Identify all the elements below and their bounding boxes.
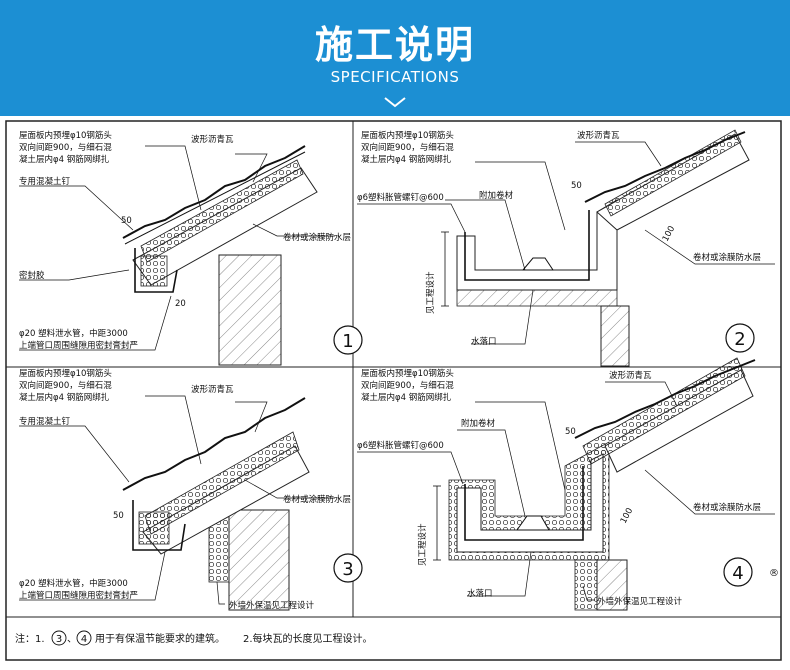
- detail-number-circle: [333, 325, 363, 355]
- wall-insulation: [574, 559, 598, 611]
- label-slab-anchor-3: 凝土层内φ4 钢筋网绑扎: [361, 154, 452, 165]
- note-text-1: 用于有保温节能要求的建筑。: [95, 632, 225, 645]
- label-extra-sheet: 附加卷材: [461, 418, 496, 429]
- wall: [228, 509, 290, 611]
- label-sealant: 密封胶: [19, 270, 45, 281]
- wall: [218, 254, 282, 366]
- label-slab-anchor-2: 双向间距900，与细石混: [19, 380, 112, 391]
- label-slab-anchor-1: 屋面板内预埋φ10钢筋头: [361, 130, 454, 141]
- detail-number: 1: [342, 331, 353, 352]
- dimension-50: 50: [565, 427, 576, 437]
- label-insulation: 外墙外保温见工程设计: [229, 600, 315, 611]
- gutter-base: [456, 289, 618, 307]
- dimension-50: 50: [113, 511, 124, 521]
- label-tile: 波形沥青瓦: [609, 370, 652, 381]
- dimension-50: 50: [571, 181, 582, 191]
- gutter-insulation: [140, 255, 168, 287]
- label-slab-anchor-3: 凝土层内φ4 钢筋网绑扎: [19, 392, 110, 403]
- note-separator: 、: [67, 634, 77, 645]
- note-text-2: 2.每块瓦的长度见工程设计。: [243, 632, 373, 645]
- label-drain-1: φ20 塑料泄水管，中距3000: [19, 328, 128, 339]
- wall: [596, 559, 628, 611]
- outlet-grate: [516, 515, 550, 531]
- detail-number-circle: [723, 557, 753, 587]
- note-circle-b: 4: [81, 634, 87, 645]
- registered-mark: ®: [769, 568, 779, 579]
- detail-4: 见工程设计 屋面板内预埋φ10钢筋头 双向间距900，与细石混 凝土层内φ4 钢…: [357, 357, 779, 611]
- label-slab-anchor-1: 屋面板内预埋φ10钢筋头: [19, 368, 112, 379]
- detail-1: 屋面板内预埋φ10钢筋头 双向间距900，与细石混 凝土层内φ4 钢筋网绑扎 波…: [19, 130, 363, 366]
- page-subtitle: SPECIFICATIONS: [330, 68, 460, 86]
- note-prefix: 注：1.: [15, 632, 45, 645]
- note-circle-a: 3: [56, 634, 62, 645]
- label-screw: φ6塑料胀管螺钉@600: [357, 440, 444, 451]
- label-slab-anchor-1: 屋面板内预埋φ10钢筋头: [361, 368, 454, 379]
- gutter-liner: [464, 466, 584, 541]
- outlet-grate: [521, 257, 554, 271]
- insulation-layer: [582, 357, 746, 465]
- label-slab-anchor-3: 凝土层内φ4 钢筋网绑扎: [19, 154, 110, 165]
- detail-number-circle: [333, 553, 363, 583]
- label-nail: 专用混凝土钉: [19, 416, 71, 427]
- label-insulation: 外墙外保温见工程设计: [597, 596, 683, 607]
- label-membrane: 卷材或涂膜防水层: [693, 502, 761, 513]
- corrugated-tile: [122, 145, 306, 239]
- corrugated-tile: [584, 131, 746, 203]
- label-slab-anchor-2: 双向间距900，与细石混: [361, 380, 454, 391]
- detail-number: 3: [342, 559, 353, 580]
- chevron-down-icon: [384, 97, 406, 108]
- wall: [600, 305, 630, 367]
- detail-number: 2: [734, 329, 745, 350]
- label-slab-anchor-2: 双向间距900，与细石混: [19, 142, 112, 153]
- label-outlet: 水落口: [467, 588, 493, 599]
- corrugated-tile: [122, 397, 306, 491]
- label-membrane: 卷材或涂膜防水层: [283, 494, 351, 505]
- tile-underline: [124, 151, 306, 245]
- page-title: 施工说明: [314, 23, 475, 67]
- gutter-insulation: [138, 511, 170, 545]
- label-membrane: 卷材或涂膜防水层: [283, 232, 351, 243]
- label-drain-1: φ20 塑料泄水管，中距3000: [19, 578, 128, 589]
- label-membrane: 卷材或涂膜防水层: [693, 252, 761, 263]
- label-tile: 波形沥青瓦: [191, 134, 234, 145]
- label-slab-anchor-2: 双向间距900，与细石混: [361, 142, 454, 153]
- label-extra-sheet: 附加卷材: [479, 190, 514, 201]
- label-tile: 波形沥青瓦: [191, 384, 234, 395]
- label-nail: 专用混凝土钉: [19, 176, 71, 187]
- dimension-20: 20: [175, 299, 186, 309]
- detail-number-circle: [725, 323, 755, 353]
- header-banner: 施工说明 SPECIFICATIONS: [0, 0, 790, 116]
- footer-note: 注：1. 3 、 4 用于有保温节能要求的建筑。 2.每块瓦的长度见工程设计。: [15, 630, 373, 646]
- gutter: [134, 248, 178, 293]
- label-drain-2: 上端管口周围缝隙用密封膏封严: [19, 340, 138, 351]
- label-drain-2: 上端管口周围缝隙用密封膏封严: [19, 590, 138, 601]
- label-vertical: 见工程设计: [417, 523, 428, 566]
- detail-2: 见工程设计 屋面板内预埋φ10钢筋头 双向间距900，与细石混 凝土层内φ4 钢…: [357, 129, 775, 367]
- label-vertical: 见工程设计: [425, 271, 436, 314]
- corrugated-tile: [574, 359, 756, 439]
- detail-number: 4: [732, 563, 743, 584]
- dimension-50: 50: [121, 216, 132, 226]
- label-tile: 波形沥青瓦: [577, 130, 620, 141]
- gutter-liner: [464, 210, 590, 281]
- label-slab-anchor-1: 屋面板内预埋φ10钢筋头: [19, 130, 112, 141]
- label-slab-anchor-3: 凝土层内φ4 钢筋网绑扎: [361, 392, 452, 403]
- gutter: [132, 500, 186, 551]
- label-screw: φ6塑料胀管螺钉@600: [357, 192, 444, 203]
- detail-3: 屋面板内预埋φ10钢筋头 双向间距900，与细石混 凝土层内φ4 钢筋网绑扎 波…: [19, 368, 363, 611]
- specification-drawing-sheet: 屋面板内预埋φ10钢筋头 双向间距900，与细石混 凝土层内φ4 钢筋网绑扎 波…: [5, 120, 782, 661]
- label-outlet: 水落口: [471, 336, 497, 347]
